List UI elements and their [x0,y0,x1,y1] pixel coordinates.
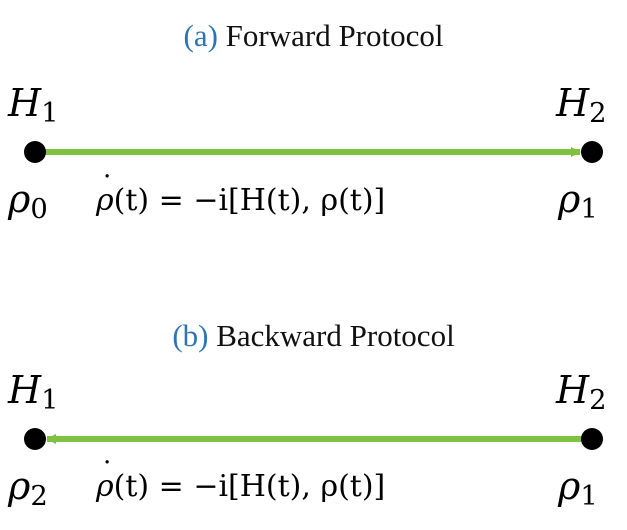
state-subscript: 0 [30,194,48,226]
backward-right-state: ρ1 [558,467,598,510]
hamiltonian-symbol: H [556,81,590,125]
state-subscript: 2 [30,481,48,513]
forward-title: (a) Forward Protocol [0,20,627,51]
forward-left-node [24,141,46,163]
forward-title-text: Forward Protocol [225,18,444,53]
forward-equation: ρ(t) = −i[H(t), ρ(t)] [96,173,386,218]
forward-left-state: ρ0 [8,180,48,223]
rho-dot: ρ [96,173,114,216]
forward-tag: (a) [183,18,218,53]
backward-left-node [24,428,46,450]
forward-right-hamiltonian: H2 [556,84,607,127]
hamiltonian-subscript: 2 [589,98,607,130]
hamiltonian-symbol: H [8,81,42,125]
state-symbol: ρ [8,464,31,508]
backward-equation: ρ(t) = −i[H(t), ρ(t)] [96,459,386,504]
state-symbol: ρ [558,177,581,221]
hamiltonian-subscript: 1 [41,385,59,417]
equation-rest: (t) = −i[H(t), ρ(t)] [113,469,386,504]
backward-left-state: ρ2 [8,467,48,510]
forward-right-state: ρ1 [558,180,598,223]
backward-right-node [581,428,603,450]
backward-title: (b) Backward Protocol [0,320,627,351]
backward-right-hamiltonian: H2 [556,371,607,414]
state-subscript: 1 [580,481,598,513]
equation-rest: (t) = −i[H(t), ρ(t)] [113,183,386,218]
state-symbol: ρ [558,464,581,508]
backward-left-hamiltonian: H1 [8,371,59,414]
state-subscript: 1 [580,194,598,226]
state-symbol: ρ [8,177,31,221]
backward-title-text: Backward Protocol [216,318,455,353]
hamiltonian-symbol: H [8,368,42,412]
hamiltonian-symbol: H [556,368,590,412]
forward-right-node [581,141,603,163]
forward-left-hamiltonian: H1 [8,84,59,127]
hamiltonian-subscript: 2 [589,385,607,417]
rho-dot: ρ [96,459,114,502]
hamiltonian-subscript: 1 [41,98,59,130]
backward-tag: (b) [172,318,209,353]
